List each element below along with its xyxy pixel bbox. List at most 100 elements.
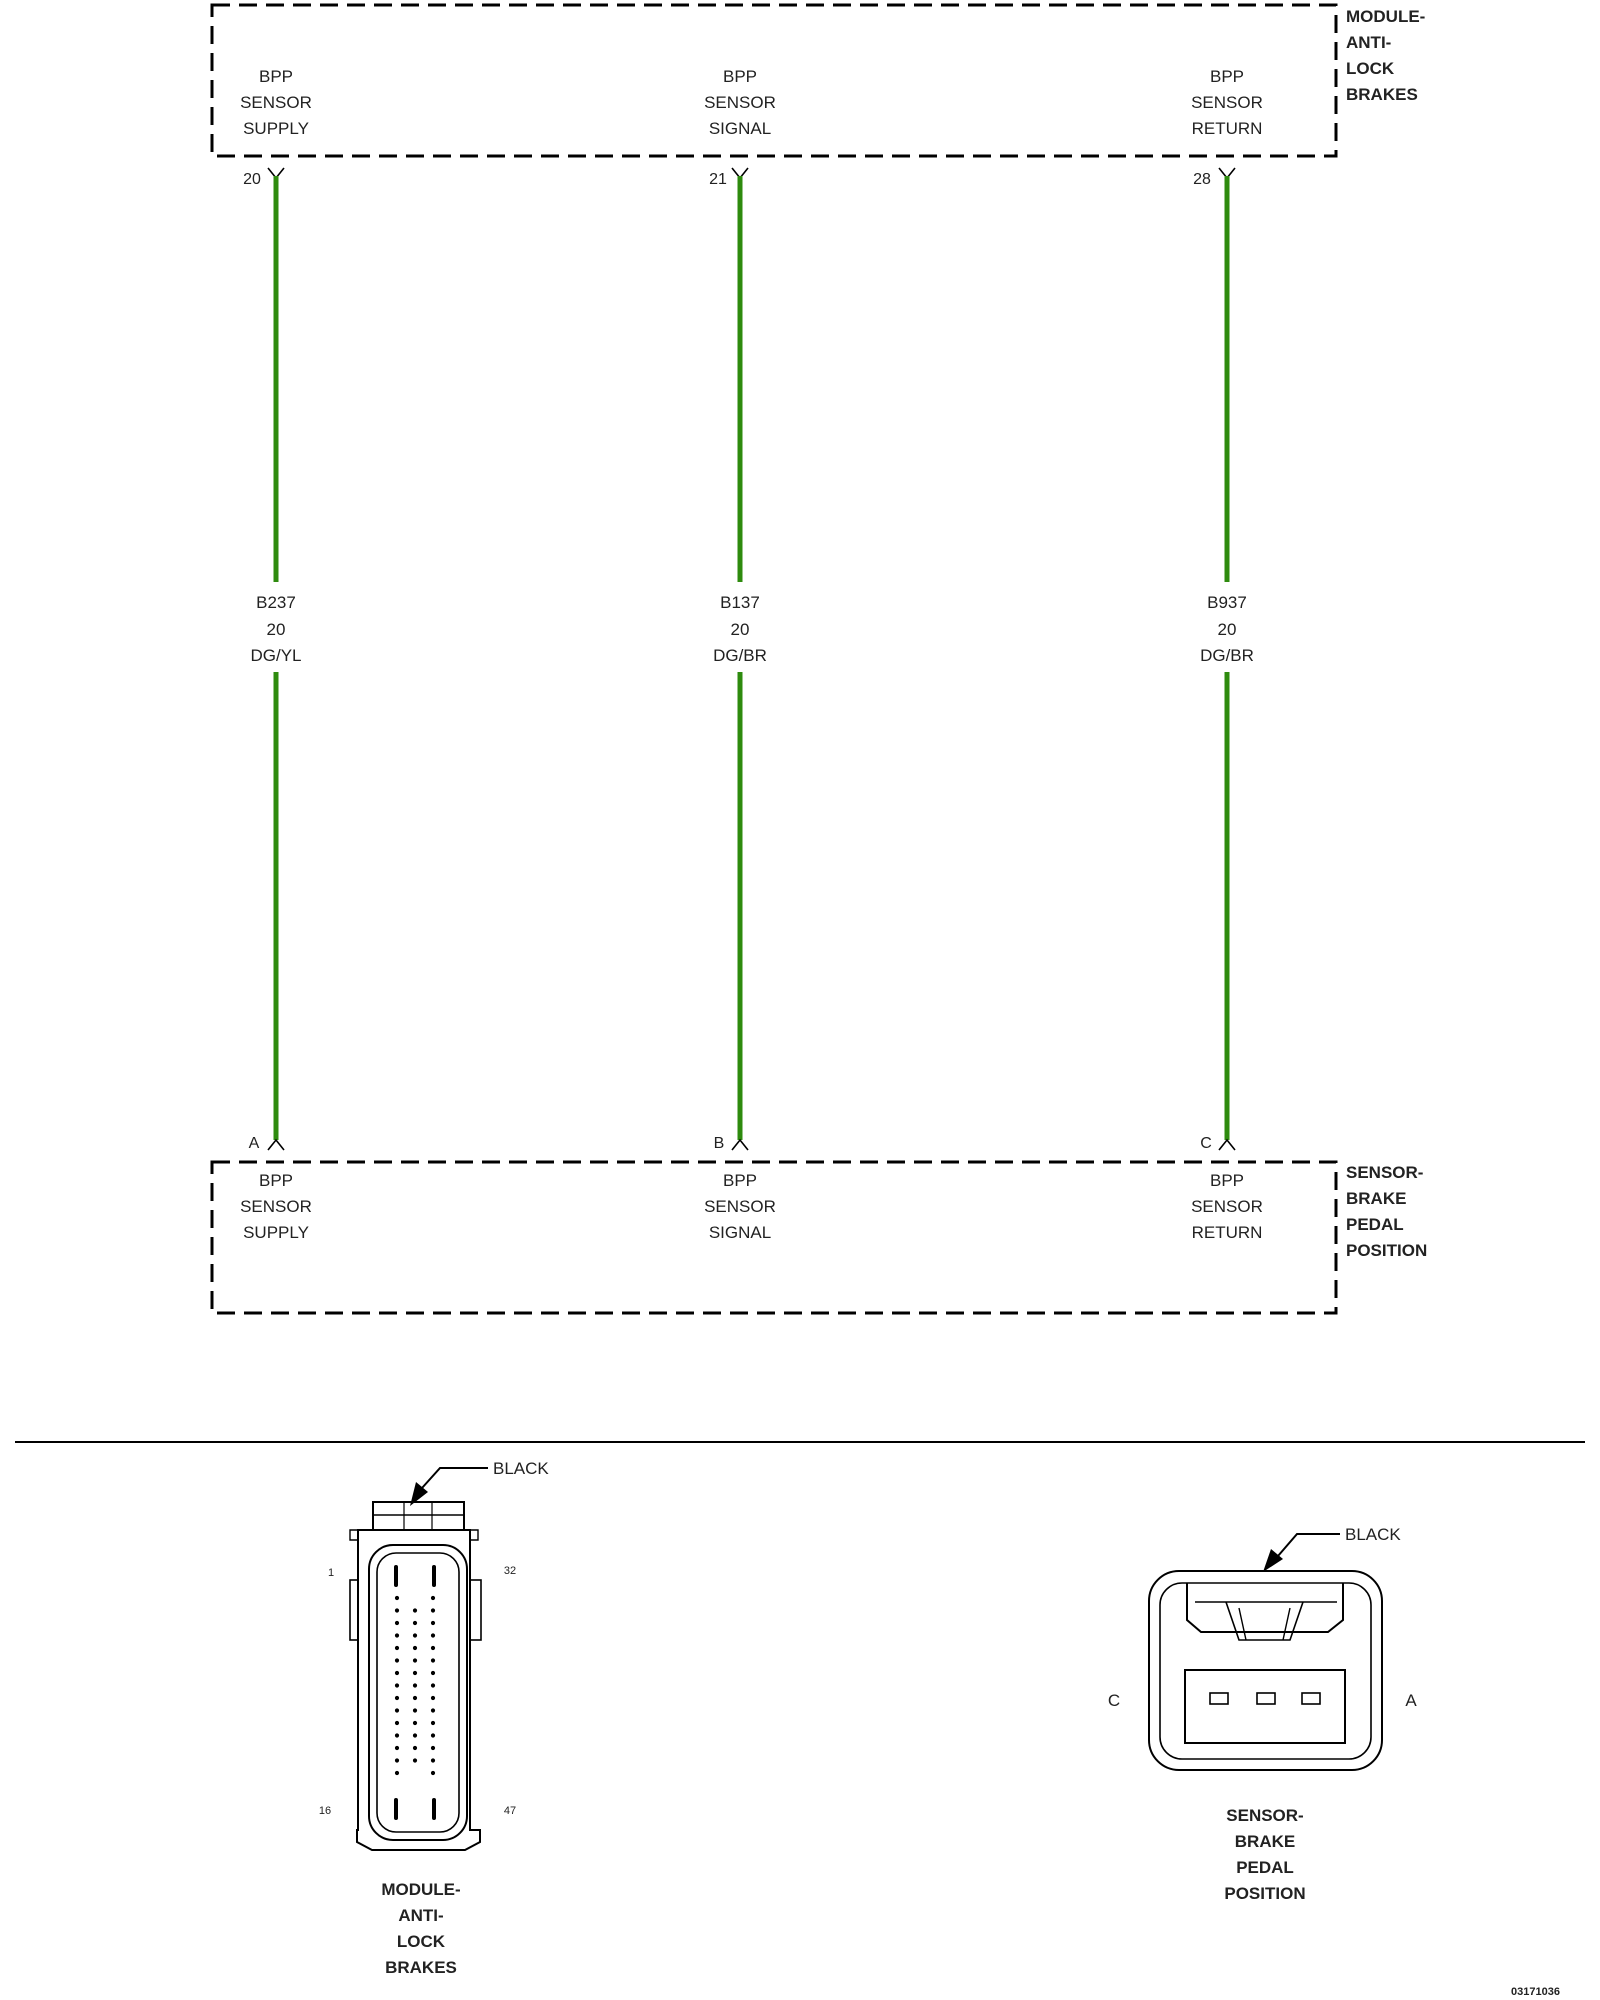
sensor-pin-letter: A xyxy=(249,1135,260,1152)
connector-pin-dot xyxy=(412,1708,418,1713)
wire-color: DG/BR xyxy=(713,646,767,665)
circuit-function-label: SUPPLY xyxy=(243,119,309,138)
abs-connector-pin-label: 32 xyxy=(504,1565,516,1577)
connector-pin-dot xyxy=(412,1608,418,1613)
wire-color: DG/BR xyxy=(1200,646,1254,665)
bpp-connector-name-line: SENSOR- xyxy=(1226,1806,1303,1825)
circuit-function-label: RETURN xyxy=(1192,1223,1263,1242)
abs-connector-pin-label: 1 xyxy=(328,1567,334,1579)
connector-pin-dot xyxy=(394,1733,400,1738)
wire-gauge: 20 xyxy=(267,620,286,639)
circuit-function-label: BPP xyxy=(259,67,293,86)
connector-terminal xyxy=(267,1138,285,1151)
abs-module-label-line: MODULE- xyxy=(1346,7,1425,26)
bpp-connector-face xyxy=(1148,1570,1383,1771)
connector-pin-dot xyxy=(430,1745,436,1751)
bpp-connector-pin-label: C xyxy=(1108,1691,1120,1710)
bpp-sensor-box xyxy=(210,1160,1338,1315)
circuit-function-label: BPP xyxy=(1210,67,1244,86)
abs-module-label: MODULE- ANTI- LOCK BRAKES xyxy=(1346,7,1425,104)
abs-connector-pin-dots xyxy=(394,1595,436,1776)
wire-gauge: 20 xyxy=(731,620,750,639)
bpp-sensor-label-line: BRAKE xyxy=(1346,1189,1406,1208)
circuit-function-label: SENSOR xyxy=(1191,93,1263,112)
circuit-function-label: SENSOR xyxy=(704,93,776,112)
bpp-sensor-label-line: POSITION xyxy=(1346,1241,1427,1260)
circuit-function-label: SIGNAL xyxy=(709,119,771,138)
circuit-function-label: BPP xyxy=(259,1171,293,1190)
circuit-bpp-supply: BPP SENSOR SUPPLY 20 B237 20 DG/YL A BPP… xyxy=(240,67,312,1242)
connector-pin-dot xyxy=(412,1633,418,1638)
bpp-connector-name-line: PEDAL xyxy=(1236,1858,1294,1877)
connector-pin-dot xyxy=(394,1683,400,1688)
connector-pin-dot xyxy=(430,1720,436,1726)
connector-pin-dot xyxy=(412,1645,418,1651)
connector-pin-dot xyxy=(394,1658,400,1663)
abs-connector-color-label: BLACK xyxy=(493,1459,549,1478)
connector-pin-dot xyxy=(394,1620,400,1626)
bpp-sensor-label-line: SENSOR- xyxy=(1346,1163,1423,1182)
connector-pin-dot xyxy=(412,1758,418,1763)
abs-connector-view: 1 32 16 47 BLACK MODULE- ANTI- LOCK BRAK… xyxy=(319,1459,550,1977)
circuit-function-label: SENSOR xyxy=(240,93,312,112)
circuit-function-label: SENSOR xyxy=(240,1197,312,1216)
connector-pin-dot xyxy=(412,1745,418,1751)
circuit-function-label: SUPPLY xyxy=(243,1223,309,1242)
arrowhead xyxy=(410,1482,428,1506)
abs-module-label-line: BRAKES xyxy=(1346,85,1418,104)
abs-connector-color-arrow xyxy=(421,1467,488,1489)
wire-circuit-id: B237 xyxy=(256,593,296,612)
connector-pin-dot xyxy=(430,1708,436,1713)
connector-pin-dot xyxy=(430,1633,436,1638)
connector-pin-dot xyxy=(430,1770,436,1776)
connector-pin-dot xyxy=(430,1620,436,1626)
circuit-function-label: BPP xyxy=(723,1171,757,1190)
connector-pin-dot xyxy=(412,1620,418,1626)
connector-pin-dot xyxy=(394,1595,400,1601)
connector-pin-dot xyxy=(394,1670,400,1676)
connector-pin-dot xyxy=(430,1645,436,1651)
abs-pin-number: 21 xyxy=(709,171,727,188)
bpp-connector-color-arrow xyxy=(1277,1533,1340,1557)
circuit-function-label: BPP xyxy=(723,67,757,86)
circuit-function-label: SENSOR xyxy=(1191,1197,1263,1216)
abs-connector-pins xyxy=(394,1565,436,1820)
connector-terminal xyxy=(1218,1138,1236,1151)
bpp-connector-pin-label: A xyxy=(1405,1691,1417,1710)
abs-connector-name-line: BRAKES xyxy=(385,1958,457,1977)
bpp-connector-view: C A BLACK SENSOR- BRAKE PEDAL POSITION xyxy=(1108,1525,1417,1903)
abs-connector-pin-label: 47 xyxy=(504,1805,516,1817)
connector-pin-dot xyxy=(394,1708,400,1713)
connector-pin-dot xyxy=(430,1595,436,1601)
connector-pin-dot xyxy=(412,1670,418,1676)
connector-pin-dot xyxy=(430,1670,436,1676)
circuit-bpp-signal: BPP SENSOR SIGNAL 21 B137 20 DG/BR B BPP… xyxy=(704,67,776,1242)
abs-connector-face xyxy=(349,1501,482,1851)
connector-pin-dot xyxy=(412,1733,418,1738)
wire-circuit-id: B137 xyxy=(720,593,760,612)
connector-pin-dot xyxy=(430,1733,436,1738)
bpp-sensor-label: SENSOR- BRAKE PEDAL POSITION xyxy=(1346,1163,1427,1260)
circuit-function-label: BPP xyxy=(1210,1171,1244,1190)
connector-pin-dot xyxy=(394,1745,400,1751)
abs-connector-pin-label: 16 xyxy=(319,1805,331,1817)
connector-pin-dot xyxy=(394,1645,400,1651)
wire-gauge: 20 xyxy=(1218,620,1237,639)
connector-pin-dot xyxy=(412,1658,418,1663)
abs-connector-name-line: LOCK xyxy=(397,1932,446,1951)
connector-pin-dot xyxy=(430,1758,436,1763)
connector-pin-dot xyxy=(394,1695,400,1701)
connector-pin-dot xyxy=(394,1608,400,1613)
abs-pin-number: 28 xyxy=(1193,171,1211,188)
bpp-connector-name-line: POSITION xyxy=(1224,1884,1305,1903)
connector-pin-dot xyxy=(394,1633,400,1638)
connector-terminal xyxy=(731,1138,749,1151)
circuit-function-label: RETURN xyxy=(1192,119,1263,138)
arrowhead xyxy=(1263,1549,1283,1572)
diagram-code: 03171036 xyxy=(1511,1986,1560,1998)
bpp-connector-name-line: BRAKE xyxy=(1235,1832,1295,1851)
connector-pin-dot xyxy=(430,1608,436,1613)
wire-circuit-id: B937 xyxy=(1207,593,1247,612)
connector-pin-dot xyxy=(394,1770,400,1776)
